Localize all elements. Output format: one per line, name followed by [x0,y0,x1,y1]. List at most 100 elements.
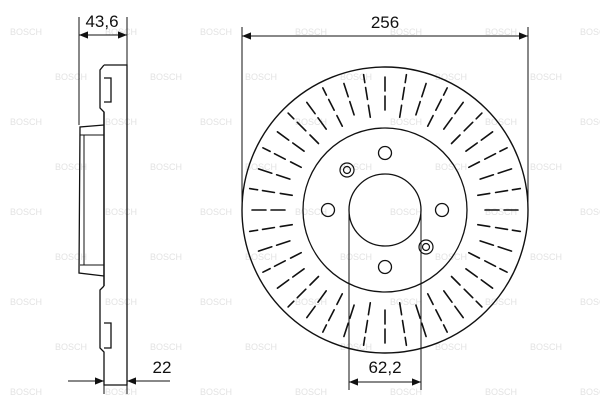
vent-slot [442,117,453,130]
watermark-text: BOSCH [435,342,467,352]
vent-slot [479,240,495,246]
vent-slot [305,101,316,115]
watermark-text: BOSCH [200,297,232,307]
watermark-text: BOSCH [340,162,372,172]
vent-slot [257,246,273,252]
dimension-disc-thickness [68,352,170,394]
vent-slot [404,73,408,84]
vent-slot [465,267,479,278]
watermark-text: BOSCH [10,27,42,37]
vent-slot [442,290,453,304]
watermark-text: BOSCH [105,297,137,307]
watermark-text: BOSCH [200,27,232,37]
watermark-text: BOSCH [295,207,327,217]
vent-slot [476,192,491,197]
dimension-center-bore [348,210,422,390]
watermark-text: BOSCH [485,27,517,37]
watermark-text: BOSCH [580,27,600,37]
vent-slot [401,319,406,334]
vent-slot [309,134,320,145]
locating-pin-hole [339,162,355,178]
vent-slot [273,152,287,160]
side-view-hat [78,124,105,277]
vent-slot [434,98,443,111]
vent-slot [362,73,366,84]
side-view-vent-bottom [104,322,112,349]
vent-slot [257,168,273,174]
vent-slot [364,86,369,101]
vent-slot [426,292,434,306]
vent-slot [494,226,509,231]
vent-slot [336,114,344,127]
bolt-hole [320,202,336,218]
vent-slot [499,267,508,274]
vent-slot [321,87,328,96]
vent-slot [276,279,290,290]
watermark-text: BOSCH [390,117,422,127]
vent-slot [475,112,483,120]
disc-thickness-label: 22 [153,358,172,377]
vent-slot [309,275,320,286]
vent-slot [367,104,372,118]
vent-slot [327,308,336,322]
watermark-text: BOSCH [295,387,327,397]
watermark-text: BOSCH [435,72,467,82]
vent-slot [415,304,422,320]
vent-slot [494,189,509,194]
vent-slot [497,246,513,252]
bolt-hole-set [320,145,450,275]
watermark-text: BOSCH [435,162,467,172]
vent-slot [317,117,328,130]
watermark-text: BOSCH [295,297,327,307]
watermark-text: BOSCH [150,342,182,352]
vent-slot [305,305,316,319]
watermark-text: BOSCH [485,297,517,307]
vent-slot [275,174,291,180]
ventilation-slot-pattern [248,73,522,347]
vent-slot [398,104,403,118]
watermark-text: BOSCH [530,252,562,262]
vent-slot [364,319,369,334]
outer-diameter-label: 256 [371,13,399,32]
vent-slot [454,101,465,115]
vent-slot [442,324,449,333]
vent-slot [480,131,494,141]
vent-slot [476,223,491,228]
watermark-text: BOSCH [55,252,87,262]
vent-slot [454,305,465,319]
vent-slot [296,121,307,132]
watermark-text: BOSCH [580,117,600,127]
watermark-text: BOSCH [10,117,42,127]
watermark-text: BOSCH [435,252,467,262]
vent-slot [275,240,291,246]
vent-slot [483,259,497,268]
vent-slot [497,168,513,174]
vent-slot [404,336,408,347]
vent-slot [276,131,290,141]
vent-slot [463,288,474,299]
hat-outer-edge [302,127,468,293]
vent-slot [289,251,303,259]
vent-slot [467,161,481,169]
watermark-text: BOSCH [55,72,87,82]
watermark-text: BOSCH [295,27,327,37]
vent-slot [261,189,276,194]
vent-slot [348,100,355,116]
watermark-text: BOSCH [10,297,42,307]
bolt-hole [377,145,393,161]
vent-slot [401,86,406,101]
watermark-text: BOSCH [105,117,137,127]
vent-slot [287,300,295,308]
vent-slot [480,279,494,290]
vent-slot [467,251,481,259]
watermark-text: BOSCH [200,207,232,217]
vent-slot [291,142,305,152]
vent-slot [367,301,372,316]
vent-slot [398,301,403,316]
watermark-text: BOSCH [245,72,277,82]
vent-slot [348,304,355,320]
vent-slot [465,142,479,152]
vent-slot [511,187,522,191]
vent-slot [420,82,427,98]
